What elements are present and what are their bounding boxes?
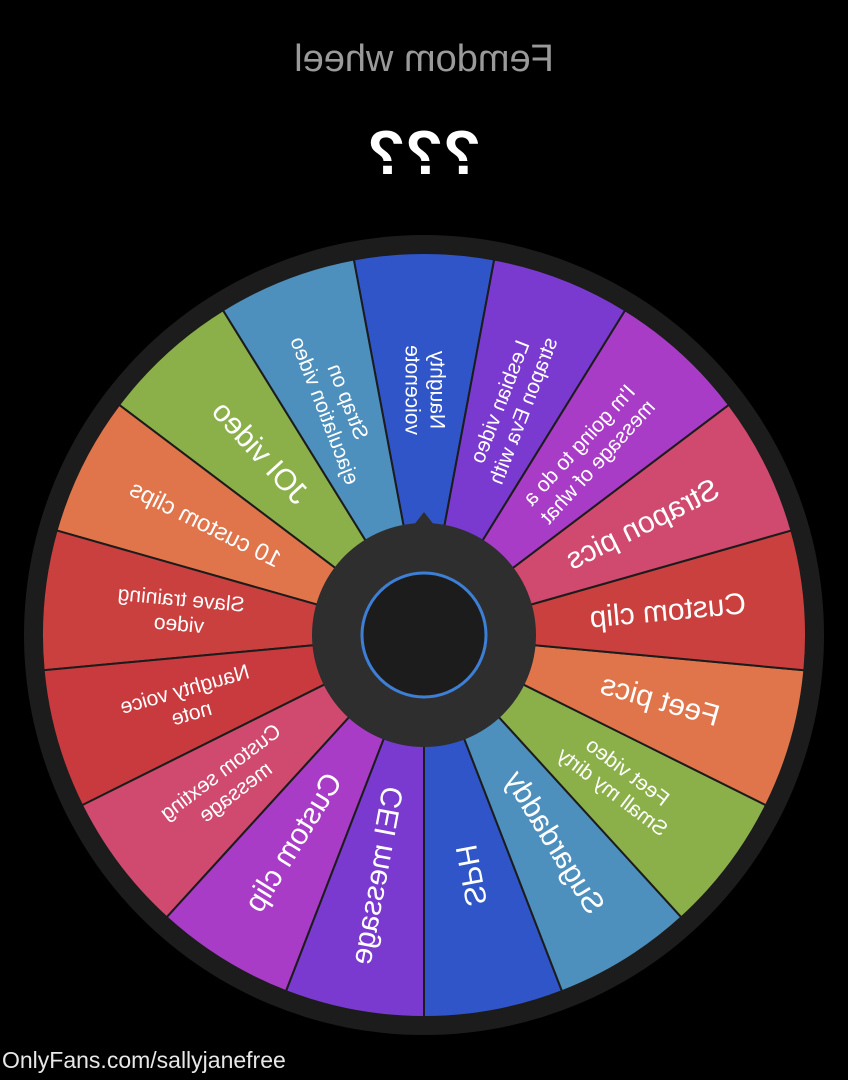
spin-button[interactable] — [360, 571, 488, 699]
result-text: ??? — [367, 119, 481, 188]
segment-label: Naughtyvoicenote — [401, 345, 449, 435]
watermark: OnlyFans.com/sallyjanefree — [2, 1047, 286, 1073]
wheel-segment[interactable] — [352, 252, 496, 636]
wheel-title: Femdom wheel — [294, 38, 554, 80]
